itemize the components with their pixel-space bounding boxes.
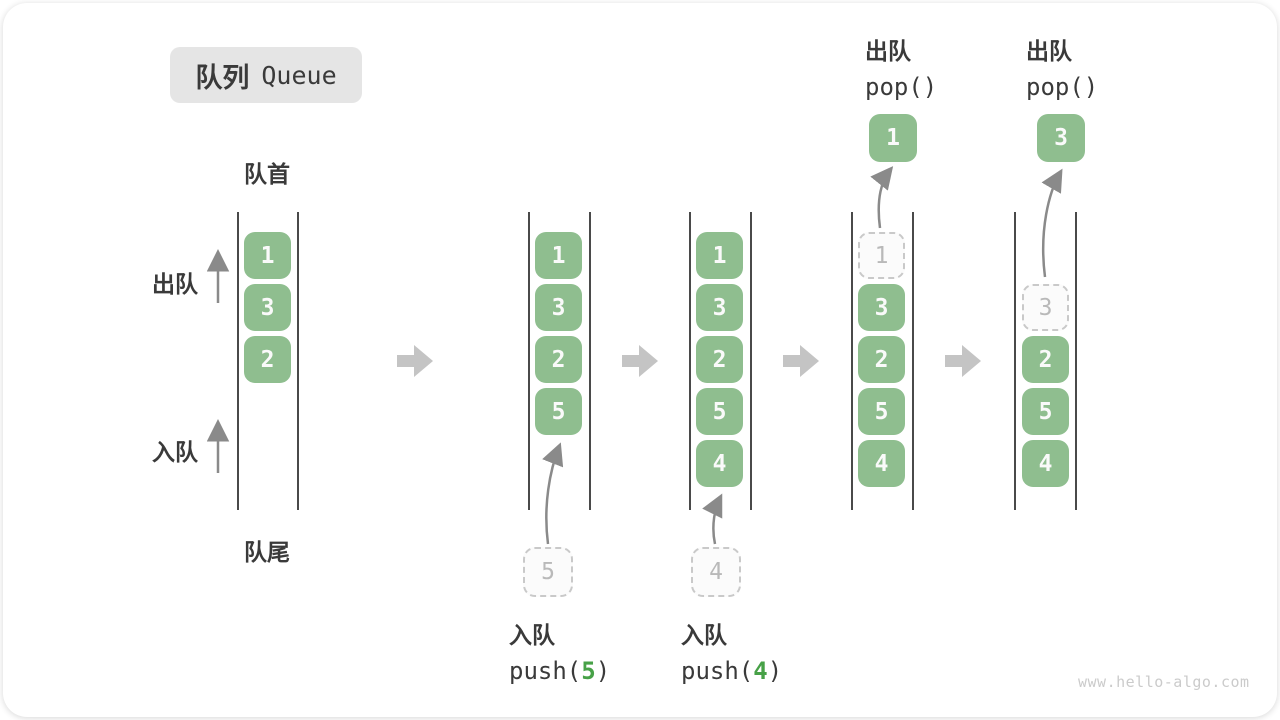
queue-cell: 4 [1022,440,1069,487]
label-enqueue: 入队 [152,439,198,465]
dequeued-ghost-cell: 3 [1022,284,1069,331]
queue-wall [528,212,530,510]
queue-wall [851,212,853,510]
card-background [3,3,1277,717]
popped-cell: 3 [1037,114,1085,162]
annotation-pop3-action: 出队 [1026,38,1072,64]
queue-cell: 2 [244,336,291,383]
queue-cell: 1 [535,232,582,279]
queue-cell: 5 [535,388,582,435]
queue-cell: 5 [696,388,743,435]
queue-cell: 1 [244,232,291,279]
queue-cell: 3 [244,284,291,331]
queue-cell: 5 [1022,388,1069,435]
queue-wall [1014,212,1016,510]
queue-cell: 4 [696,440,743,487]
push5-arg: 5 [581,657,596,685]
queue-wall [589,212,591,510]
title-zh: 队列 [195,62,250,93]
label-queue-rear: 队尾 [244,539,290,565]
annotation-push5-action: 入队 [509,622,555,648]
queue-wall [750,212,752,510]
annotation-pop1: 出队 pop() [865,32,937,101]
annotation-pop1-call: pop() [865,73,938,101]
queue-wall [912,212,914,510]
queue-cell: 2 [1022,336,1069,383]
queue-cell: 2 [858,336,905,383]
annotation-pop1-action: 出队 [865,38,911,64]
queue-cell: 2 [535,336,582,383]
annotation-push4: 入队 push(4) [681,616,782,685]
title-en: Queue [261,60,337,90]
watermark: www.hello-algo.com [1078,673,1250,691]
title-badge: 队列 Queue [170,47,362,103]
staged-enqueue-cell: 5 [523,547,573,597]
popped-cell: 1 [869,114,917,162]
dequeued-ghost-cell: 1 [858,232,905,279]
queue-wall [297,212,299,510]
annotation-push5-call: push(5) [509,657,611,685]
queue-cell: 3 [858,284,905,331]
label-queue-front: 队首 [244,161,290,187]
queue-wall [1075,212,1077,510]
queue-cell: 3 [535,284,582,331]
queue-wall [689,212,691,510]
queue-cell: 5 [858,388,905,435]
staged-enqueue-cell: 4 [691,547,741,597]
annotation-pop3: 出队 pop() [1026,32,1098,101]
queue-cell: 4 [858,440,905,487]
queue-cell: 3 [696,284,743,331]
queue-wall [237,212,239,510]
annotation-push4-call: push(4) [681,657,783,685]
label-dequeue: 出队 [152,271,198,297]
annotation-push4-action: 入队 [681,622,727,648]
annotation-push5: 入队 push(5) [509,616,610,685]
queue-cell: 2 [696,336,743,383]
queue-cell: 1 [696,232,743,279]
annotation-pop3-call: pop() [1026,73,1099,101]
push4-arg: 4 [753,657,768,685]
